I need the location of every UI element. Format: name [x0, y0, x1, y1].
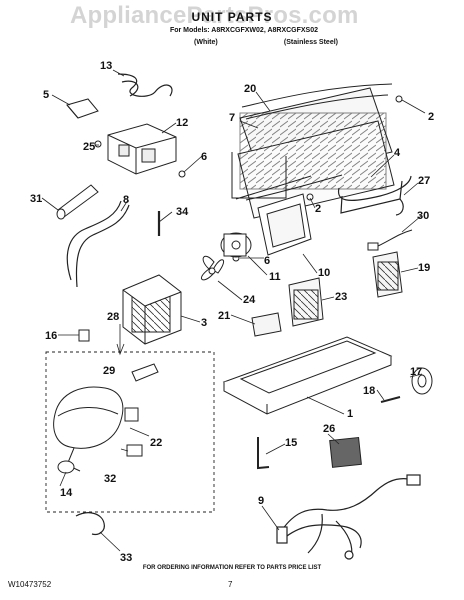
callout-21: 21 [218, 310, 230, 322]
callout-15: 15 [285, 437, 297, 449]
cover-part-19 [372, 251, 403, 298]
page-title: UNIT PARTS [191, 10, 273, 24]
callout-17: 17 [410, 366, 422, 378]
variant-stainless-label: (Stainless Steel) [283, 39, 338, 46]
callout-33: 33 [120, 552, 132, 564]
filter-part-23 [288, 277, 324, 327]
screw-icons [94, 95, 403, 262]
model-variants: (White) (Stainless Steel) [194, 39, 338, 46]
callout-28: 28 [107, 311, 119, 323]
fan-motor-part-11 [220, 232, 252, 258]
callout-5: 5 [43, 89, 49, 101]
callout-labels: 13 5 20 7 2 12 25 6 4 27 2 31 8 34 30 11… [30, 60, 434, 564]
callout-2b: 2 [315, 203, 321, 215]
callout-29: 29 [103, 365, 115, 377]
callout-2: 2 [428, 111, 434, 123]
base-pan-part-1 [222, 336, 393, 415]
condenser-assembly [231, 83, 395, 219]
callout-20: 20 [244, 83, 256, 95]
callout-16: 16 [45, 330, 57, 342]
wire-part-30 [367, 229, 413, 251]
callout-25: 25 [83, 141, 95, 153]
callout-8: 8 [123, 194, 129, 206]
label-part-26 [329, 436, 362, 468]
callout-32: 32 [104, 473, 116, 485]
fan-shroud-part-10 [257, 193, 312, 256]
clip-part-15 [257, 437, 270, 470]
ordering-note: FOR ORDERING INFORMATION REFER TO PARTS … [142, 565, 322, 571]
watermark: AppliancePartsPros.com [70, 2, 359, 29]
callout-22: 22 [150, 437, 162, 449]
tube-part-33 [75, 512, 105, 536]
callout-24: 24 [243, 294, 256, 306]
bracket-part-5 [66, 98, 99, 119]
leader-lines [41, 69, 426, 552]
callout-7: 7 [229, 112, 235, 124]
callout-18: 18 [363, 385, 375, 397]
callout-4: 4 [394, 147, 401, 159]
roller-part-17 [411, 367, 433, 395]
accumulator-part-31 [56, 184, 99, 220]
callout-11: 11 [269, 271, 281, 283]
callout-26: 26 [323, 423, 335, 435]
callout-3: 3 [201, 317, 207, 329]
compressor-assembly-outline [45, 351, 215, 513]
callout-6b: 6 [264, 255, 270, 267]
compressor-part-28 [53, 363, 159, 474]
screw-part-18 [380, 396, 401, 403]
callout-10: 10 [318, 267, 330, 279]
page-number: 7 [228, 580, 233, 589]
callout-30: 30 [417, 210, 429, 222]
callout-14: 14 [60, 487, 73, 499]
callout-6: 6 [201, 151, 207, 163]
control-box-part-12 [107, 123, 177, 175]
condenser-coil-part-3 [122, 274, 182, 345]
fan-blade-part-24 [200, 255, 225, 281]
pad-part-21 [251, 312, 282, 337]
clip-part-16 [78, 329, 90, 342]
variant-white-label: (White) [194, 39, 218, 46]
callout-27: 27 [418, 175, 430, 187]
model-list: For Models: A8RXCGFXW02, A8RXCGFXS02 [169, 27, 319, 34]
tubing-part-13 [117, 73, 173, 97]
wire-harness-part-9 [276, 474, 421, 560]
condenser-tube-part-4 [337, 175, 412, 216]
callout-13: 13 [100, 60, 112, 72]
tubing-part-8 [66, 200, 130, 288]
callout-9: 9 [258, 495, 264, 507]
callout-1: 1 [347, 408, 353, 420]
callout-31: 31 [30, 193, 42, 205]
callout-23: 23 [335, 291, 347, 303]
callout-19: 19 [418, 262, 430, 274]
callout-34: 34 [176, 206, 189, 218]
callout-12: 12 [176, 117, 188, 129]
document-number: W10473752 [8, 580, 52, 589]
